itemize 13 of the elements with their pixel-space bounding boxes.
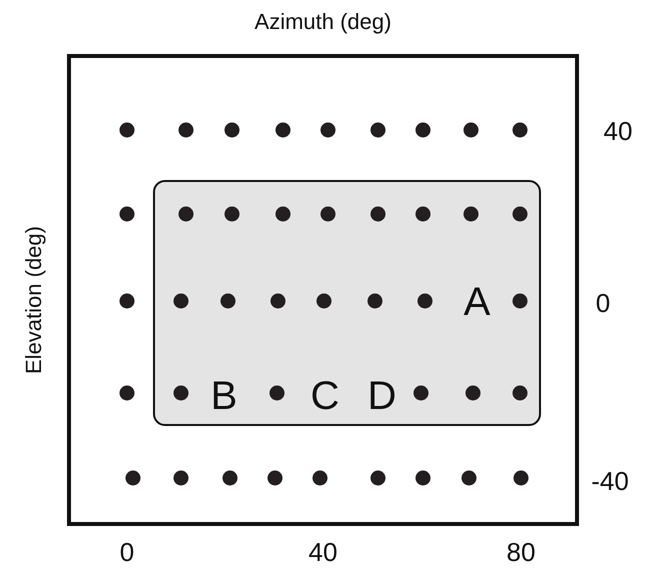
tick-label: 40 [604,118,632,144]
letter-label: B [210,376,238,416]
letter-label: A [464,282,490,322]
axis-title: Azimuth (deg) [254,11,392,33]
tick-label: 80 [506,539,536,565]
tick-label: 40 [308,539,338,565]
letter-label: D [368,376,396,416]
axis-title: Elevation (deg) [23,226,45,374]
tick-label: 0 [596,290,610,316]
tick-label: 0 [120,539,134,565]
region-box [153,180,541,426]
tick-label: -40 [591,468,629,494]
letter-label: C [310,376,340,416]
